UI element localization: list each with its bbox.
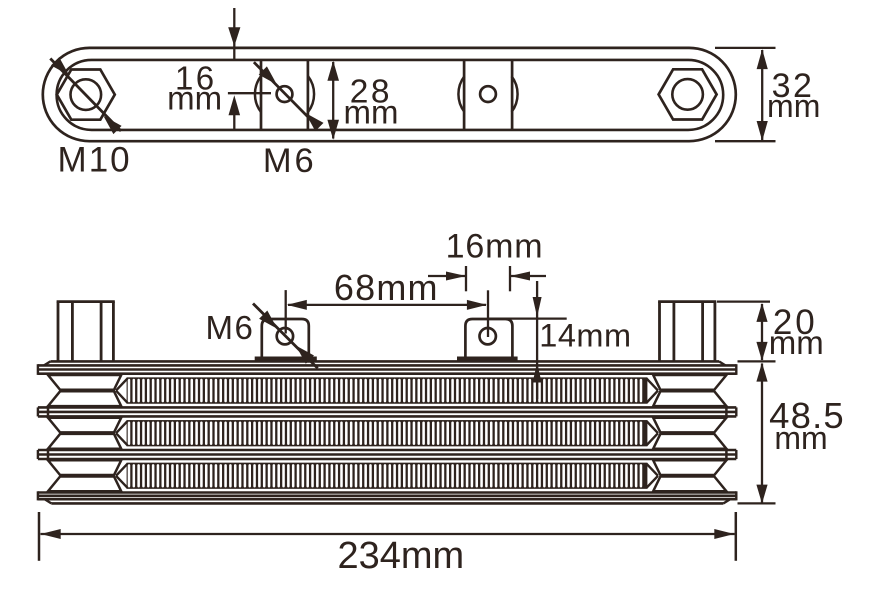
svg-text:mm: mm bbox=[767, 88, 820, 124]
svg-text:mm: mm bbox=[344, 94, 399, 131]
svg-text:16: 16 bbox=[175, 59, 217, 96]
svg-text:234mm: 234mm bbox=[337, 535, 464, 577]
svg-text:68mm: 68mm bbox=[334, 267, 439, 308]
svg-text:M6: M6 bbox=[263, 142, 317, 180]
svg-text:M10: M10 bbox=[58, 141, 132, 180]
svg-text:48.5: 48.5 bbox=[769, 395, 845, 436]
svg-text:14mm: 14mm bbox=[539, 318, 631, 354]
svg-text:mm: mm bbox=[774, 420, 827, 456]
svg-text:28: 28 bbox=[350, 73, 392, 110]
svg-text:mm: mm bbox=[167, 80, 222, 117]
svg-text:mm: mm bbox=[769, 324, 824, 361]
svg-text:16mm: 16mm bbox=[446, 227, 544, 265]
svg-text:20: 20 bbox=[773, 303, 818, 342]
svg-text:32: 32 bbox=[772, 67, 815, 105]
svg-text:M6: M6 bbox=[205, 309, 254, 346]
